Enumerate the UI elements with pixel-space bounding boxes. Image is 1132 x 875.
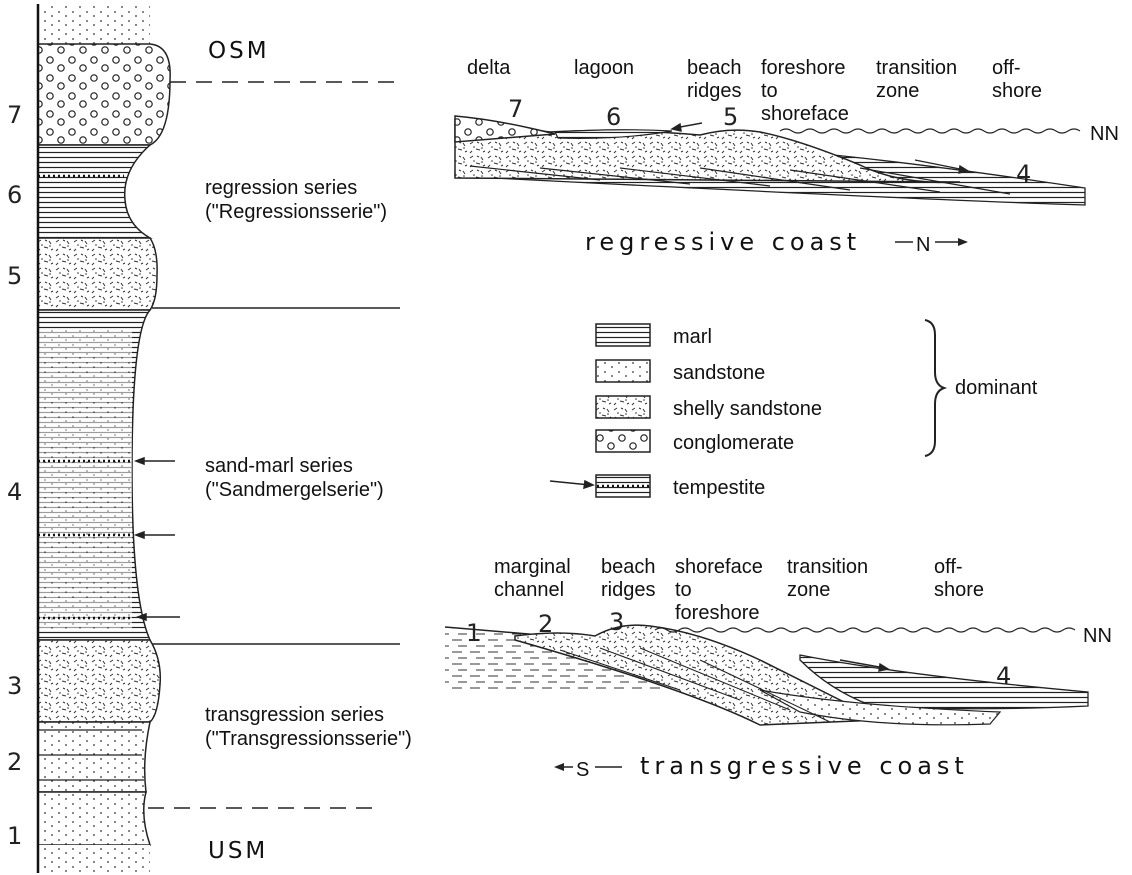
zone-label: delta xyxy=(467,57,511,79)
zone-label: transition xyxy=(876,57,957,79)
regressive-coast-section: delta lagoon beach ridges foreshore to s… xyxy=(455,57,1119,256)
unit-osm-label: OSM xyxy=(208,38,270,64)
bed-sandstone-top xyxy=(38,4,150,44)
legend-label: shelly sandstone xyxy=(673,398,822,420)
zone-label: ridges xyxy=(687,80,741,102)
legend-swatch-marl xyxy=(596,324,650,346)
unit-usm-label: USM xyxy=(208,838,268,864)
zone-label: ridges xyxy=(601,579,655,601)
legend-brace xyxy=(925,320,944,456)
zone-label: shore xyxy=(934,579,984,601)
facies-number: 3 xyxy=(609,608,624,636)
facies-number: 7 xyxy=(508,95,523,123)
zone-label: to xyxy=(761,80,778,102)
facies-number: 2 xyxy=(538,610,553,638)
offshore-marl xyxy=(800,655,1088,709)
column-number: 3 xyxy=(7,672,22,700)
transgressive-coast-section: marginal channel beach ridges shoreface … xyxy=(445,556,1112,781)
tempestite-arrows xyxy=(136,458,180,620)
column-number: 2 xyxy=(7,748,22,776)
legend-label: sandstone xyxy=(673,362,765,384)
legend-group-label: dominant xyxy=(955,377,1038,399)
north-label: N xyxy=(916,234,930,256)
column-number: 5 xyxy=(7,262,22,290)
facies-number: 1 xyxy=(466,619,481,647)
facies-number: 6 xyxy=(606,103,621,131)
legend-label: marl xyxy=(673,326,712,348)
bed-conglomerate xyxy=(38,44,170,145)
bed-sand-base xyxy=(38,845,150,873)
bed-marl-6 xyxy=(38,145,150,238)
zone-label: shoreface xyxy=(761,103,849,125)
sea-level-wave xyxy=(780,129,1080,133)
north-arrow-icon: N xyxy=(895,231,968,256)
legend-swatch-shelly xyxy=(596,396,650,418)
bed-sand-2 xyxy=(38,722,150,792)
zone-label: lagoon xyxy=(574,57,634,79)
zone-label: foreshore xyxy=(761,57,846,79)
transgressive-caption: transgressive coast xyxy=(640,752,969,780)
zone-label: transition xyxy=(787,556,868,578)
sandmarl-series-label-de: ("Sandmergelserie") xyxy=(205,479,384,501)
sea-level-wave xyxy=(655,628,1075,632)
legend: marl sandstone shelly sandstone conglome… xyxy=(550,320,1038,499)
zone-label: off- xyxy=(934,556,963,578)
regression-series-label-de: ("Regressionsserie") xyxy=(205,201,387,223)
sea-level-label: NN xyxy=(1090,123,1119,145)
zone-label: shore xyxy=(992,80,1042,102)
zone-label: off- xyxy=(992,57,1021,79)
legend-label: conglomerate xyxy=(673,432,794,454)
south-arrow-icon: S xyxy=(554,756,622,781)
transgression-series-label: transgression series xyxy=(205,704,384,726)
zone-label: shoreface xyxy=(675,556,763,578)
south-label: S xyxy=(576,759,589,781)
legend-swatch-sandstone xyxy=(596,360,650,382)
bed-sandmarl-sand xyxy=(38,330,132,630)
regressive-caption: regressive coast xyxy=(585,228,861,256)
bed-shelly-3 xyxy=(38,640,160,722)
legend-label: tempestite xyxy=(673,477,765,499)
facies-number: 4 xyxy=(996,662,1011,690)
zone-label: zone xyxy=(876,80,919,102)
bed-sand-1 xyxy=(38,792,150,845)
facies-number: 5 xyxy=(723,103,738,131)
column-number: 7 xyxy=(7,101,22,129)
facies-number: 4 xyxy=(1016,160,1031,188)
sea-level-label: NN xyxy=(1083,625,1112,647)
zone-label: to xyxy=(675,579,692,601)
legend-tempestite-arrow xyxy=(550,481,593,488)
column-number: 1 xyxy=(7,822,22,850)
zone-label: zone xyxy=(787,579,830,601)
column-number: 4 xyxy=(7,478,22,506)
zone-label: foreshore xyxy=(675,602,760,624)
zone-label: marginal xyxy=(494,556,571,578)
sandmarl-series-label: sand-marl series xyxy=(205,455,353,477)
zone-label: beach xyxy=(601,556,656,578)
strat-column: 7 6 5 4 3 2 1 OSM USM regression series … xyxy=(7,4,412,873)
column-number: 6 xyxy=(7,181,22,209)
zone-label: beach xyxy=(687,57,742,79)
transgression-series-label-de: ("Transgressionsserie") xyxy=(205,728,412,750)
zone-label: channel xyxy=(494,579,564,601)
legend-swatch-conglomerate xyxy=(596,430,650,452)
regression-series-label: regression series xyxy=(205,177,357,199)
bed-shelly-5 xyxy=(38,238,157,310)
